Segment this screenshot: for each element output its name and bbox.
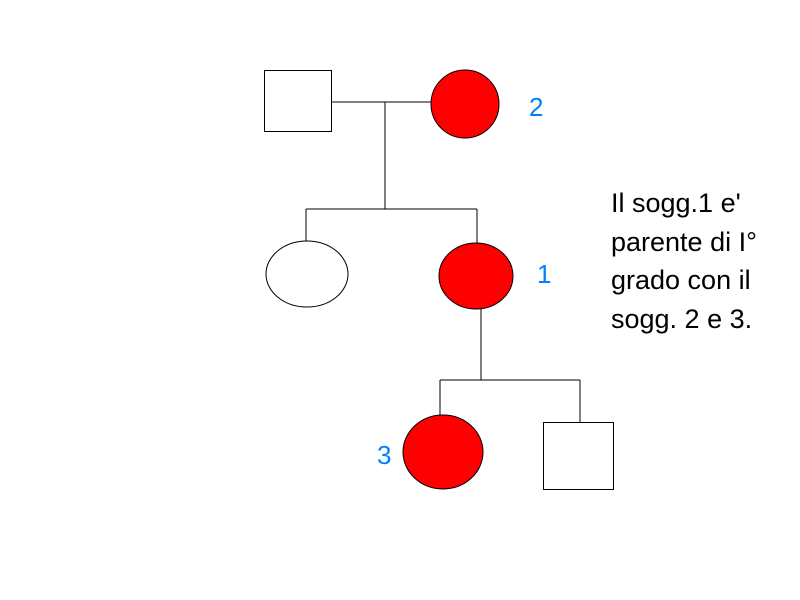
- male-grandfather: [264, 70, 332, 132]
- note-line: parente di I°: [611, 226, 757, 257]
- subject-2-label: 2: [529, 92, 544, 122]
- note-line: sogg. 2 e 3.: [611, 303, 753, 334]
- female-affected-subject-3: [402, 414, 484, 490]
- relationship-note: Il sogg.1 e' parente di I° grado con il …: [611, 184, 800, 338]
- male-child: [543, 422, 614, 490]
- female-unaffected-sibling: [265, 240, 349, 308]
- note-line: grado con il: [611, 265, 751, 295]
- female-affected-subject-2: [430, 69, 500, 139]
- subject-3-label: 3: [377, 440, 392, 470]
- female-affected-subject-1: [438, 242, 514, 310]
- note-line: Il sogg.1 e': [611, 188, 741, 218]
- subject-1-label: 1: [537, 259, 552, 289]
